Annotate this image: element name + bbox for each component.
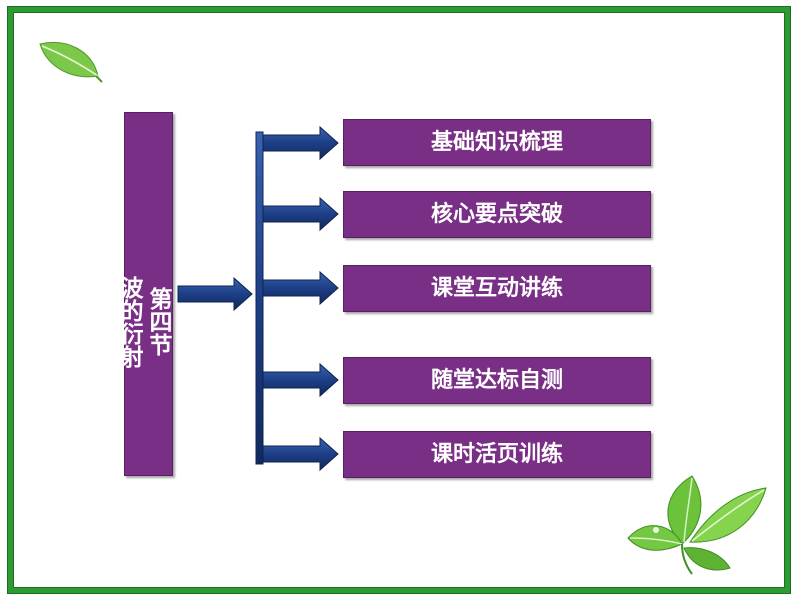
section-number: 第四节 <box>145 287 171 356</box>
section-title: 波的衍射 <box>116 275 142 368</box>
menu-item-class-test[interactable]: 随堂达标自测 <box>343 357 651 404</box>
leaf-icon-top-left <box>39 42 103 83</box>
branch-arrow-5 <box>262 436 339 472</box>
branch-arrow-2 <box>262 196 339 232</box>
menu-item-homework[interactable]: 课时活页训练 <box>343 431 651 478</box>
branch-arrow-4 <box>262 362 339 398</box>
menu-item-basic-knowledge[interactable]: 基础知识梳理 <box>343 119 651 166</box>
main-arrow <box>177 276 253 312</box>
menu-item-interactive-lecture[interactable]: 课堂互动讲练 <box>343 265 651 312</box>
branch-arrow-1 <box>262 125 339 161</box>
branch-arrow-3 <box>262 270 339 306</box>
section-title-box: 第四节 波的衍射 <box>116 112 173 476</box>
menu-item-key-points[interactable]: 核心要点突破 <box>343 191 651 238</box>
slide-frame <box>8 7 790 593</box>
vertical-connector <box>255 131 264 465</box>
leaves-icon-bottom-right <box>627 475 767 575</box>
